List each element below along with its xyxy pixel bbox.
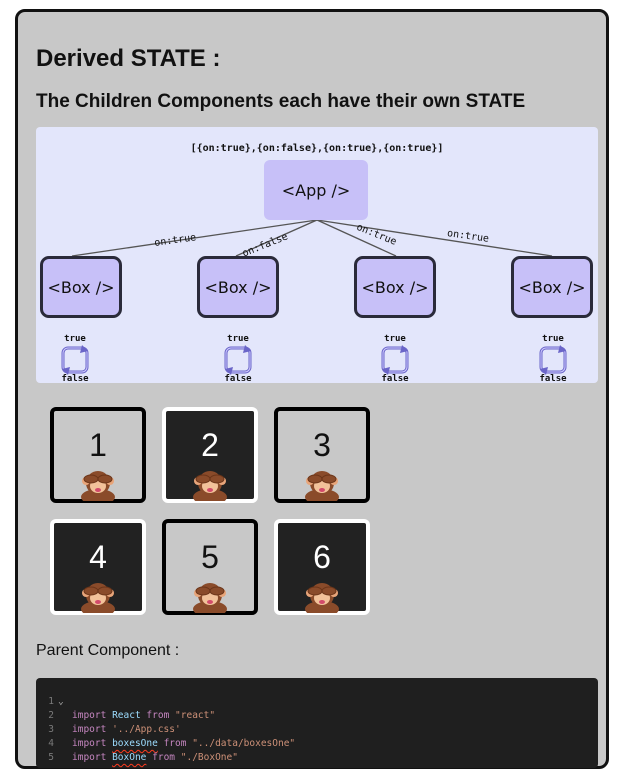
box-tile-6[interactable]: 6 <box>274 519 370 617</box>
box-tile-1[interactable]: 1 <box>50 407 146 505</box>
edge-label-3: on:true <box>355 222 398 248</box>
tile-number: 3 <box>313 427 331 463</box>
edge-line-1 <box>71 219 318 257</box>
edge-label-1: on:true <box>154 232 197 249</box>
code-line: 2 import '../App.css' <box>48 710 181 735</box>
code-line: 3 import boxesOne from "../data/boxesOne… <box>48 724 296 749</box>
code-line: 5 <box>48 752 54 763</box>
see-no-evil-monkey-icon <box>79 467 117 505</box>
toggle-cycle-icon <box>224 345 252 375</box>
toggle-true-label-4: true <box>542 334 564 344</box>
code-editor[interactable]: 1⌄ import React from "react" 2 import '.… <box>36 678 598 768</box>
tile-number: 1 <box>89 427 107 463</box>
parent-component-label: Parent Component : <box>36 642 180 659</box>
content-card: Derived STATE : The Children Components … <box>15 9 609 769</box>
diagram-edges: on:true on:false on:true on:true [{on:tr… <box>71 143 553 260</box>
box-node-2: <Box /> <box>197 256 279 318</box>
box-node-3: <Box /> <box>354 256 436 318</box>
see-no-evil-monkey-icon <box>191 467 229 505</box>
toggle-false-label-3: false <box>381 374 409 383</box>
toggle-cycle-icon <box>539 345 567 375</box>
toggle-false-label-4: false <box>539 374 567 383</box>
toggle-false-label-2: false <box>224 374 252 383</box>
box-tile-2[interactable]: 2 <box>162 407 258 505</box>
see-no-evil-monkey-icon <box>191 579 229 617</box>
tile-number: 6 <box>313 539 331 575</box>
state-diagram: on:true on:false on:true on:true [{on:tr… <box>36 127 598 383</box>
box-tile-5[interactable]: 5 <box>162 519 258 617</box>
box-tile-3[interactable]: 3 <box>274 407 370 505</box>
edge-label-4: on:true <box>446 228 489 245</box>
toggle-cycle-icon <box>381 345 409 375</box>
app-node: <App /> <box>264 160 368 220</box>
fold-chevron-icon: ⌄ <box>58 696 64 707</box>
page-subtitle: The Children Components each have their … <box>36 91 526 112</box>
tile-number: 5 <box>201 539 219 575</box>
see-no-evil-monkey-icon <box>79 579 117 617</box>
edge-line-2 <box>235 219 318 257</box>
toggle-cycle-icon <box>61 345 89 375</box>
page-title: Derived STATE : <box>36 45 221 72</box>
box-node-1: <Box /> <box>40 256 122 318</box>
edge-line-3 <box>316 219 397 257</box>
edge-line-4 <box>316 219 553 257</box>
tile-number: 4 <box>89 539 107 575</box>
toggle-true-label-3: true <box>384 334 406 344</box>
state-array-label: [{on:true},{on:false},{on:true},{on:true… <box>191 143 444 154</box>
toggle-true-label-2: true <box>227 334 249 344</box>
toggle-false-label-1: false <box>61 374 89 383</box>
box-node-4: <Box /> <box>511 256 593 318</box>
code-line: 1⌄ import React from "react" <box>48 696 216 721</box>
see-no-evil-monkey-icon <box>303 579 341 617</box>
toggle-true-label-1: true <box>64 334 86 344</box>
box-tile-4[interactable]: 4 <box>50 519 146 617</box>
tile-number: 2 <box>201 427 219 463</box>
see-no-evil-monkey-icon <box>303 467 341 505</box>
code-line: 4 import BoxOne from "./BoxOne" <box>48 738 238 763</box>
